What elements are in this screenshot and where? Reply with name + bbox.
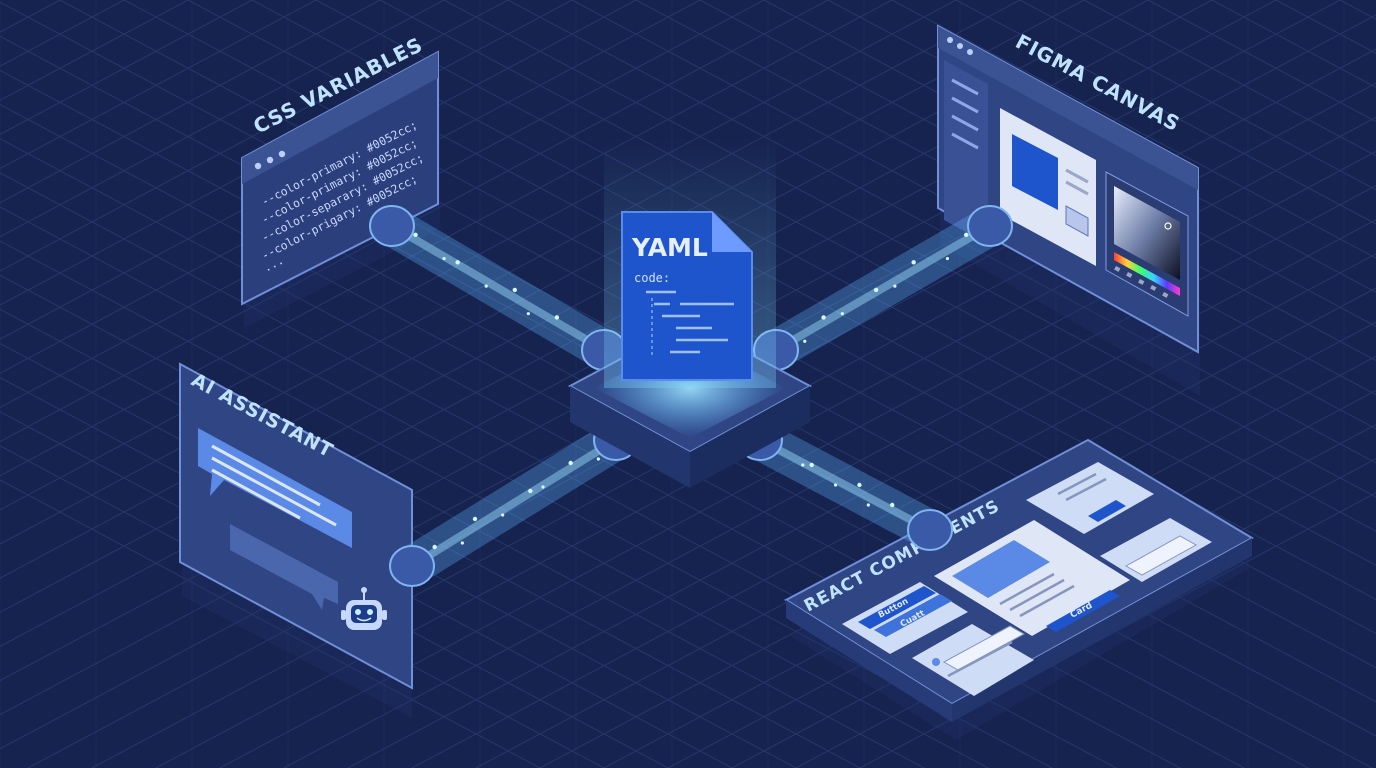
react-button-component — [858, 586, 936, 629]
data-particle — [460, 541, 464, 545]
grid-line — [0, 411, 669, 768]
window-dot-icon — [967, 49, 973, 55]
data-particle — [472, 516, 478, 522]
grid-line — [571, 0, 1376, 430]
yaml-code-lines — [646, 290, 734, 354]
grid-line — [0, 342, 797, 768]
grid-line — [0, 0, 189, 101]
window-dot-icon — [947, 37, 953, 43]
data-particle — [809, 462, 814, 468]
figma-selected-rect — [1012, 134, 1058, 210]
data-particle — [840, 312, 844, 316]
grid-line — [1339, 0, 1376, 20]
data-particle — [866, 503, 870, 507]
grid-line — [891, 0, 1376, 259]
grid-line — [0, 0, 893, 477]
data-particle — [911, 260, 916, 265]
data-particle — [873, 287, 879, 293]
grid-line — [251, 0, 1376, 601]
tube-cap — [907, 509, 953, 551]
grid-line — [475, 287, 1376, 768]
grid-line — [0, 0, 253, 135]
data-particle — [964, 232, 969, 237]
grid-line — [635, 0, 1376, 396]
data-particle — [893, 284, 897, 288]
tube-cap — [967, 205, 1013, 247]
grid-line — [315, 0, 1376, 566]
grid-line — [0, 0, 701, 374]
ai-assistant-panel: AI ASSISTANT — [179, 362, 413, 718]
grid-line — [347, 219, 1376, 768]
data-particle — [890, 502, 895, 508]
robot-icon — [341, 587, 387, 630]
window-dot-icon — [266, 156, 274, 164]
grid-line — [0, 0, 765, 409]
grid-line — [379, 0, 1376, 532]
grid-line — [0, 206, 1053, 768]
window-dot-icon — [957, 43, 963, 49]
grid-line — [0, 0, 1085, 579]
grid-line — [507, 0, 1376, 464]
grid-line — [955, 0, 1376, 225]
tube-cap — [389, 545, 435, 587]
css-variables-panel: CSS VARIABLES --color-primary: #0052cc; … — [241, 32, 440, 328]
data-particle — [442, 256, 446, 261]
yaml-code-key: code: — [634, 271, 670, 285]
data-particle — [541, 485, 545, 489]
grid-line — [411, 253, 1376, 768]
data-particle — [857, 482, 862, 488]
window-dot-icon — [278, 150, 286, 158]
grid-line — [0, 0, 445, 238]
grid-line — [0, 0, 317, 170]
grid-line — [0, 0, 509, 272]
data-particle — [455, 260, 460, 265]
data-particle — [528, 488, 533, 494]
yaml-file-icon: YAML code: — [621, 211, 753, 381]
data-particle — [801, 463, 805, 467]
data-particle — [945, 256, 950, 261]
data-particle — [833, 483, 838, 487]
grid-line — [0, 0, 957, 511]
window-dot-icon — [254, 162, 262, 170]
grid-line — [0, 0, 125, 67]
data-particle — [821, 315, 826, 320]
grid-line — [283, 185, 1376, 768]
grid-line — [0, 240, 989, 768]
figma-canvas-panel: FIGMA CANVAS — [937, 24, 1200, 396]
grid-line — [0, 0, 1021, 545]
grid-line — [0, 0, 381, 204]
grid-line — [0, 308, 861, 768]
color-picker-handle-icon — [1164, 222, 1172, 230]
grid-line — [1083, 0, 1376, 157]
data-particle — [803, 339, 807, 343]
grid-line — [443, 0, 1376, 498]
color-picker-gradient — [1114, 186, 1180, 280]
data-particle — [526, 312, 530, 316]
data-particle — [501, 513, 505, 517]
data-particle — [512, 287, 517, 293]
chat-bubble-outgoing — [230, 524, 338, 610]
yaml-file-label: YAML — [631, 233, 708, 262]
grid-line — [0, 377, 733, 768]
hue-slider — [1114, 252, 1180, 296]
grid-line — [0, 0, 1149, 613]
data-particle — [413, 232, 418, 237]
data-particle — [554, 315, 560, 320]
data-particle — [432, 544, 437, 550]
grid-line — [0, 0, 829, 443]
data-particle — [596, 457, 600, 461]
grid-line — [219, 150, 1376, 768]
tube-cap — [369, 205, 415, 247]
grid-line — [539, 321, 1376, 768]
data-particle — [568, 460, 573, 466]
data-particle — [484, 284, 488, 288]
grid-line — [0, 479, 541, 768]
grid-line — [1019, 0, 1376, 191]
